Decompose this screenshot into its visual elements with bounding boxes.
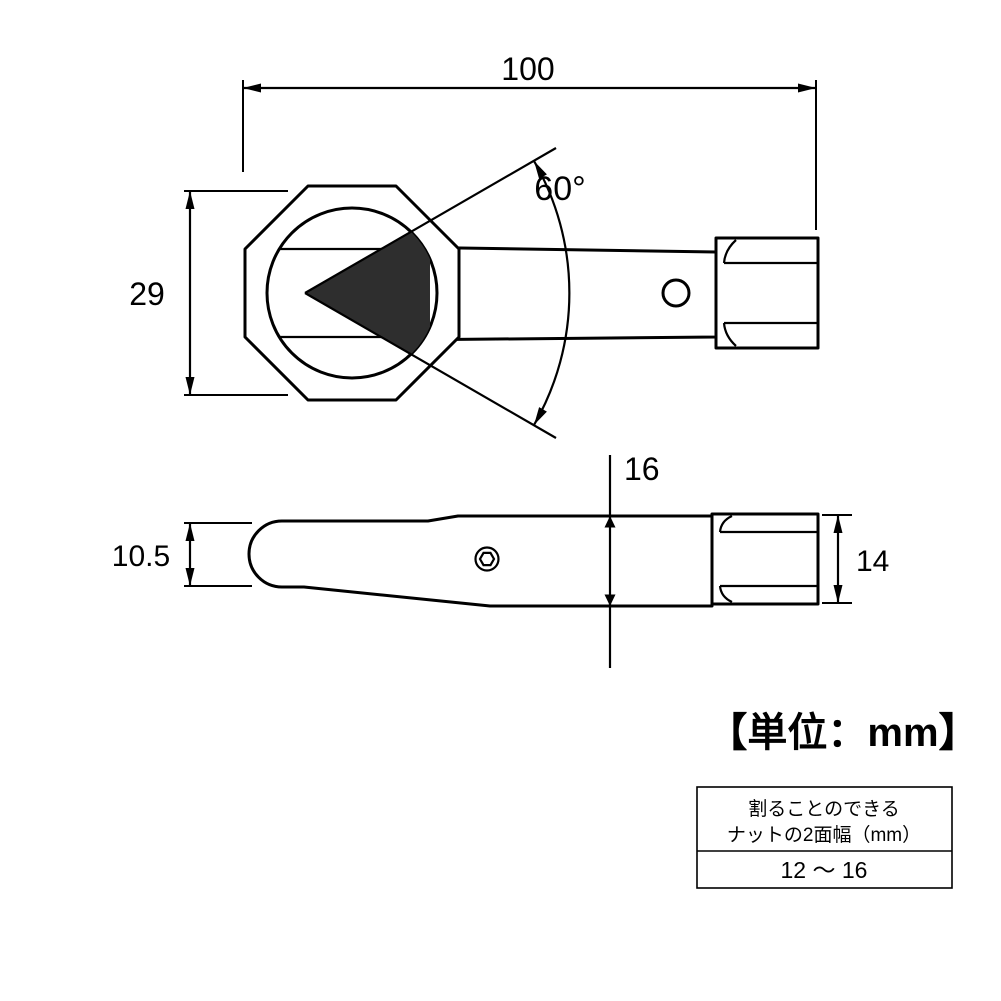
wedge-angle-label: 60° <box>534 170 585 208</box>
nut-splitter-top-view: 60° 100 29 <box>129 51 820 439</box>
dim-body-height-label: 16 <box>624 451 660 487</box>
spec-table-border <box>696 786 953 889</box>
hex-nut-side <box>710 512 820 606</box>
dim-blade-thickness: 10.5 <box>112 522 252 587</box>
unit-label: 【単位：mm】 <box>707 711 978 755</box>
dim-body-height: 16 <box>604 451 660 668</box>
hex-nut-top <box>714 236 820 350</box>
angle-arc <box>533 160 571 426</box>
pin-hole <box>661 278 691 308</box>
spec-table-header-line2: ナットの2面幅（mm） <box>727 824 921 846</box>
dim-overall-length: 100 <box>242 51 817 230</box>
dim-blade-thickness-label: 10.5 <box>112 540 170 573</box>
dim-head-height: 29 <box>129 190 288 396</box>
spec-table-value: 12 ～ 16 <box>781 857 868 883</box>
dim-hex-width: 14 <box>822 514 889 604</box>
dim-hex-width-label: 14 <box>856 545 889 578</box>
dim-overall-length-label: 100 <box>501 51 554 87</box>
dim-head-height-label: 29 <box>129 276 165 312</box>
wedge-fill <box>305 221 430 365</box>
spec-table-header-line1: 割ることのできる <box>748 798 899 820</box>
socket-screw <box>474 546 500 572</box>
spec-table: 割ることのできる ナットの2面幅（mm） 12 ～ 16 <box>696 786 953 889</box>
nut-splitter-side-view: 16 10.5 14 <box>112 451 889 668</box>
wedge-angle-lines <box>304 147 557 439</box>
